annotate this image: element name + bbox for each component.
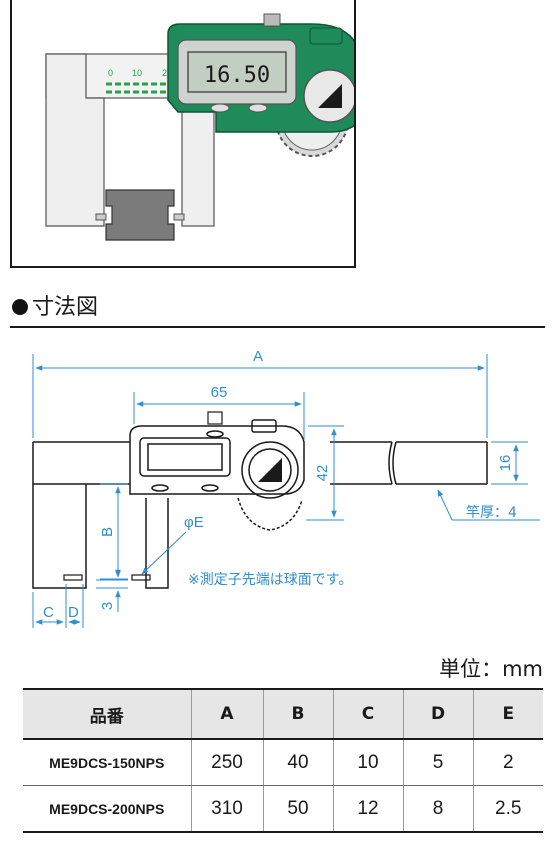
beam-thickness-label: 竿厚：4 [466,505,517,521]
brand-logo-icon [318,84,342,108]
unit-label: 単位：mm [439,657,543,681]
dim-label-16: 16 [497,455,514,472]
dim-label-42: 42 [314,465,331,482]
table-row: ME9DCS-150NPS 250 40 10 5 2 [23,739,543,786]
cell-e: 2 [472,739,543,786]
cell-d: 8 [402,785,473,833]
cell-e: 2.5 [472,785,543,833]
cell-c: 10 [332,739,403,786]
product-illustration: 0 10 2 16.50 [10,0,356,268]
caliper-illustration: 0 10 2 16.50 [45,13,354,241]
dim-label-d: D [68,604,79,621]
header-a: A [190,688,263,740]
cell-a: 310 [190,785,263,833]
moving-jaw [181,107,215,227]
dimension-drawing: A 65 16 42 B φE C D 3 竿厚：4 ※測定子先端は球面です。 [0,330,555,650]
lcd-reading: 16.50 [204,63,270,88]
table-row: ME9DCS-200NPS 310 50 12 8 2.5 [23,785,543,833]
scale-label-20: 2 [162,68,167,78]
dim-label-phi-e: φE [184,514,204,531]
dimension-lines [32,354,540,628]
cell-b: 50 [262,785,333,833]
dim-label-c: C [43,604,54,621]
workpiece-block [105,189,175,241]
dim-label-65: 65 [211,384,228,401]
scale-markings [106,82,172,94]
logo-window [303,69,354,123]
spec-table: 品番 A B C D E ME9DCS-150NPS 250 40 10 5 2… [23,688,543,833]
zero-button [248,103,268,113]
power-button [210,103,230,113]
bullet-icon [12,299,28,315]
cell-model: ME9DCS-200NPS [23,785,191,833]
section-heading-text: 寸法図 [32,295,99,320]
fixed-jaw [45,53,105,227]
header-d: D [402,688,473,740]
header-model: 品番 [23,688,191,740]
cell-model: ME9DCS-150NPS [23,739,191,786]
scale-label-10: 10 [132,68,142,78]
dim-label-b: B [99,527,116,537]
scale-label-0: 0 [108,68,113,78]
cell-a: 250 [190,739,263,786]
left-pin [95,213,107,221]
lock-screw-icon [263,13,281,27]
body-tab [309,27,343,45]
header-e: E [472,688,543,740]
probe-tip-note: ※測定子先端は球面です。 [188,572,352,588]
header-c: C [332,688,403,740]
section-heading: 寸法図 [10,294,545,328]
dim-label-3: 3 [99,602,116,610]
dim-label-a: A [253,348,263,365]
header-b: B [262,688,333,740]
cell-c: 12 [332,785,403,833]
right-pin [173,213,185,221]
cell-d: 5 [402,739,473,786]
lcd-screen [187,51,287,93]
cell-b: 40 [262,739,333,786]
brand-logo-icon [258,458,282,482]
table-header-row: 品番 A B C D E [23,688,543,740]
caliper-outline [32,411,488,589]
dimension-drawing-svg: A 65 16 42 B φE C D 3 竿厚：4 ※測定子先端は球面です。 [32,348,540,628]
